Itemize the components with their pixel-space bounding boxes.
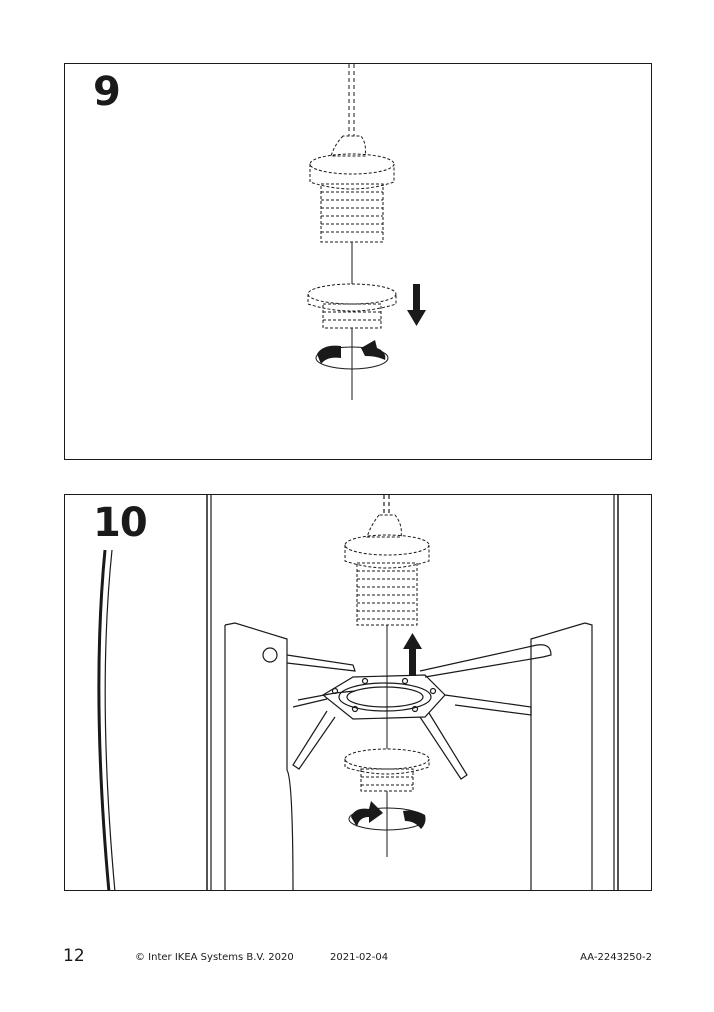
- step-10-panel: 10: [64, 494, 652, 891]
- step-10-illustration: [97, 495, 619, 890]
- page-number: 12: [63, 946, 85, 966]
- arrow-down-icon: [407, 284, 426, 326]
- document-code: AA-2243250-2: [580, 952, 652, 963]
- step-9-illustration: [307, 64, 426, 400]
- document-date: 2021-02-04: [330, 952, 389, 963]
- arrow-up-icon: [403, 633, 422, 676]
- lamp-cord-icon: [348, 64, 355, 136]
- step-9-panel: 9: [64, 63, 652, 460]
- lamp-socket-icon: [309, 135, 395, 243]
- lamp-socket-icon: [344, 514, 430, 626]
- step-10-number: 10: [93, 500, 148, 546]
- shade-ring-icon: [307, 283, 397, 329]
- step-9-number: 9: [93, 69, 121, 115]
- rotate-arrow-icon: [315, 346, 389, 370]
- lamp-shade-frame-icon: [206, 495, 619, 890]
- copyright-text: © Inter IKEA Systems B.V. 2020: [135, 952, 294, 963]
- shade-ring-icon: [344, 748, 430, 792]
- lamp-cord-icon: [383, 495, 390, 515]
